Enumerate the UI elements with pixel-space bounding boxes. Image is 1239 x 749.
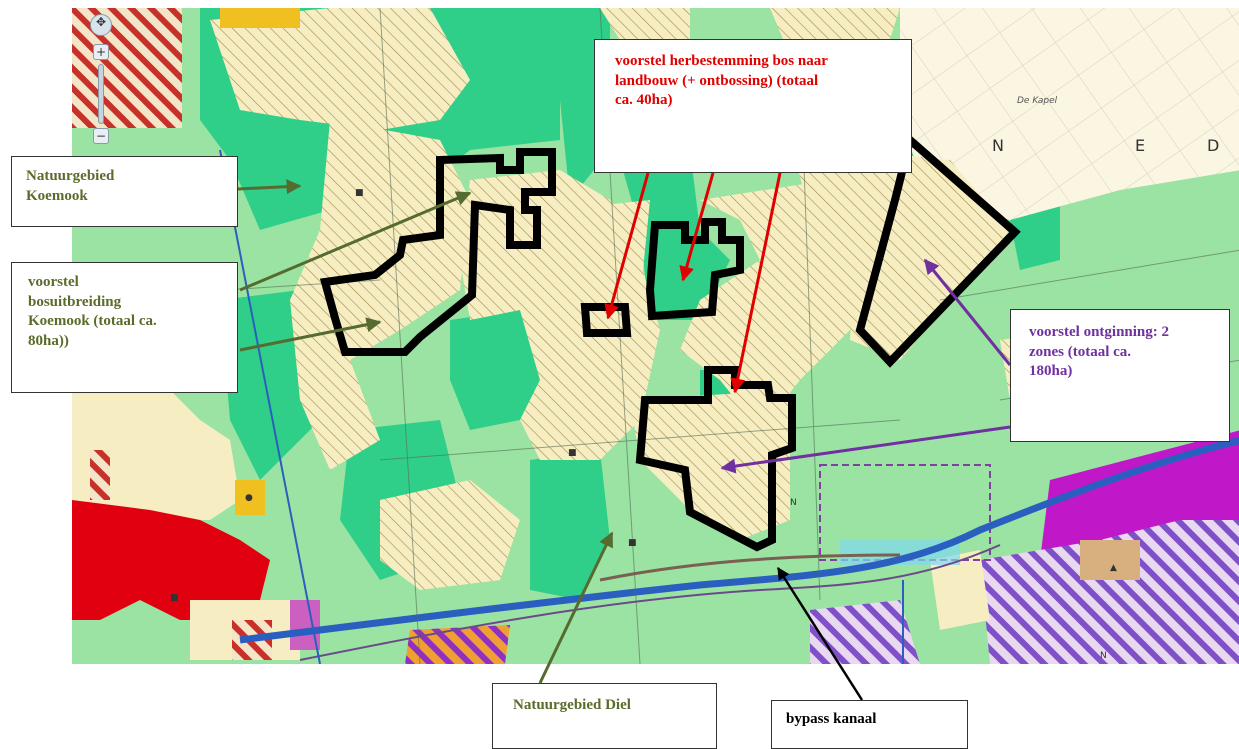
canal-towpath xyxy=(299,544,1001,661)
residential-zones xyxy=(72,8,320,660)
village-area xyxy=(900,8,1239,220)
label-voorstel-ontginning: voorstel ontginning: 2 zones (totaal ca.… xyxy=(1010,309,1230,442)
label-natuurgebied-diel: Natuurgebied Diel xyxy=(492,683,717,749)
svg-text:■: ■ xyxy=(355,188,364,198)
svg-text:■: ■ xyxy=(568,448,577,458)
label-line: voorstel ontginning: 2 xyxy=(1029,324,1170,340)
corner-letter-e: E xyxy=(1135,136,1146,155)
label-bypass-kanaal: bypass kanaal xyxy=(771,700,968,749)
label-line: 80ha)) xyxy=(28,332,69,349)
svg-text:■: ■ xyxy=(170,593,179,603)
pan-icon[interactable]: ✥ xyxy=(90,14,112,36)
label-line: voorstel herbestemming bos naar xyxy=(615,53,828,69)
label-line: 180ha) xyxy=(1029,363,1073,379)
label-line: Natuurgebied xyxy=(26,168,115,184)
svg-text:▲: ▲ xyxy=(1110,563,1117,573)
label-line: landbouw (+ ontbossing) (totaal xyxy=(615,72,819,89)
zoom-in-icon[interactable]: + xyxy=(93,44,109,60)
corner-letter-n: N xyxy=(992,136,1004,155)
label-line: bosuitbreiding xyxy=(28,293,122,310)
svg-text:N: N xyxy=(790,498,797,508)
label-voorstel-herbestemming: voorstel herbestemming bos naar landbouw… xyxy=(594,39,912,173)
label-voorstel-bosuitbreiding: voorstel bosuitbreiding Koemook (totaal … xyxy=(11,262,238,393)
label-line: zones (totaal ca. xyxy=(1029,343,1132,360)
zoom-control[interactable]: ✥ + − xyxy=(88,14,114,154)
zoom-out-icon[interactable]: − xyxy=(93,128,109,144)
label-line: voorstel xyxy=(28,274,79,290)
roads xyxy=(219,149,904,664)
label-natuurgebied-koemook: Natuurgebied Koemook xyxy=(11,156,238,227)
label-line: Koemook (totaal ca. xyxy=(28,313,157,329)
zoom-slider[interactable] xyxy=(98,64,104,124)
svg-text:N: N xyxy=(1100,651,1107,661)
svg-text:●: ● xyxy=(245,493,253,503)
railway xyxy=(599,553,901,582)
place-name: De Kapel xyxy=(1017,96,1058,106)
corner-letter-d: D xyxy=(1207,136,1220,155)
label-line: ca. 40ha) xyxy=(615,92,673,108)
svg-text:■: ■ xyxy=(628,538,637,548)
label-line: Koemook xyxy=(26,187,88,204)
